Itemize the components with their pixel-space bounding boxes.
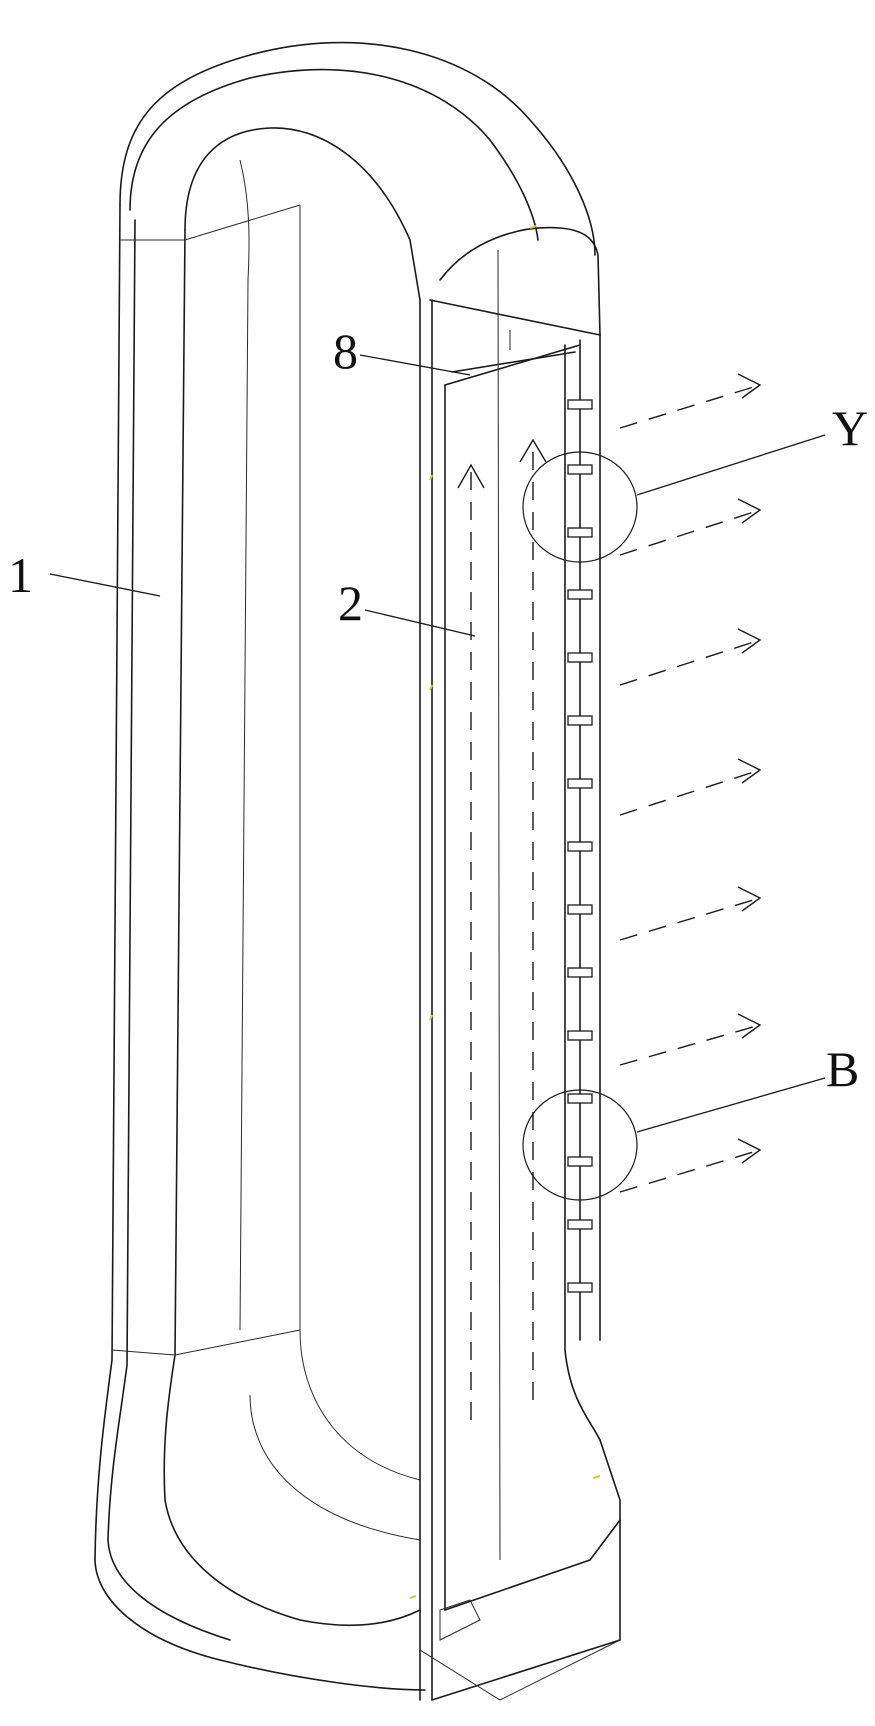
housing-outer (94, 41, 596, 1691)
louver-fins (567, 399, 593, 1293)
louver-fin (567, 1093, 593, 1104)
louver-fin (567, 778, 593, 789)
louver-fin (567, 399, 593, 410)
louver-fin (567, 589, 593, 600)
accent-marks (409, 225, 601, 1599)
louver-fin (567, 715, 593, 726)
leader-line-2 (364, 609, 476, 637)
detail-circle-b (522, 1089, 638, 1201)
leader-line-1 (49, 573, 161, 597)
leader-line-y (636, 434, 826, 496)
louver-fin (567, 904, 593, 915)
louver-fin (567, 464, 593, 475)
louver-fin (567, 1219, 593, 1230)
label-part-8: 8 (333, 323, 358, 379)
leader-lines (49, 354, 826, 1133)
detail-circle-y (522, 451, 638, 563)
label-part-2: 2 (338, 575, 363, 631)
label-detail-b: B (826, 1041, 859, 1097)
airflow-outlet (619, 373, 762, 1193)
airflow-vertical (457, 438, 547, 1420)
label-detail-y: Y (832, 400, 868, 456)
louver-fin (567, 1156, 593, 1167)
housing-inner-opening (111, 127, 421, 1626)
louver-fin (567, 1282, 593, 1293)
louver-fin (567, 652, 593, 663)
duct-panel (419, 226, 621, 1701)
leader-line-b (636, 1077, 826, 1133)
louver-fin (567, 967, 593, 978)
louver-fin (567, 1030, 593, 1041)
label-part-1: 1 (8, 547, 33, 603)
louver-fin (567, 841, 593, 852)
leader-line-8 (359, 354, 471, 376)
louver-fin (567, 527, 593, 538)
